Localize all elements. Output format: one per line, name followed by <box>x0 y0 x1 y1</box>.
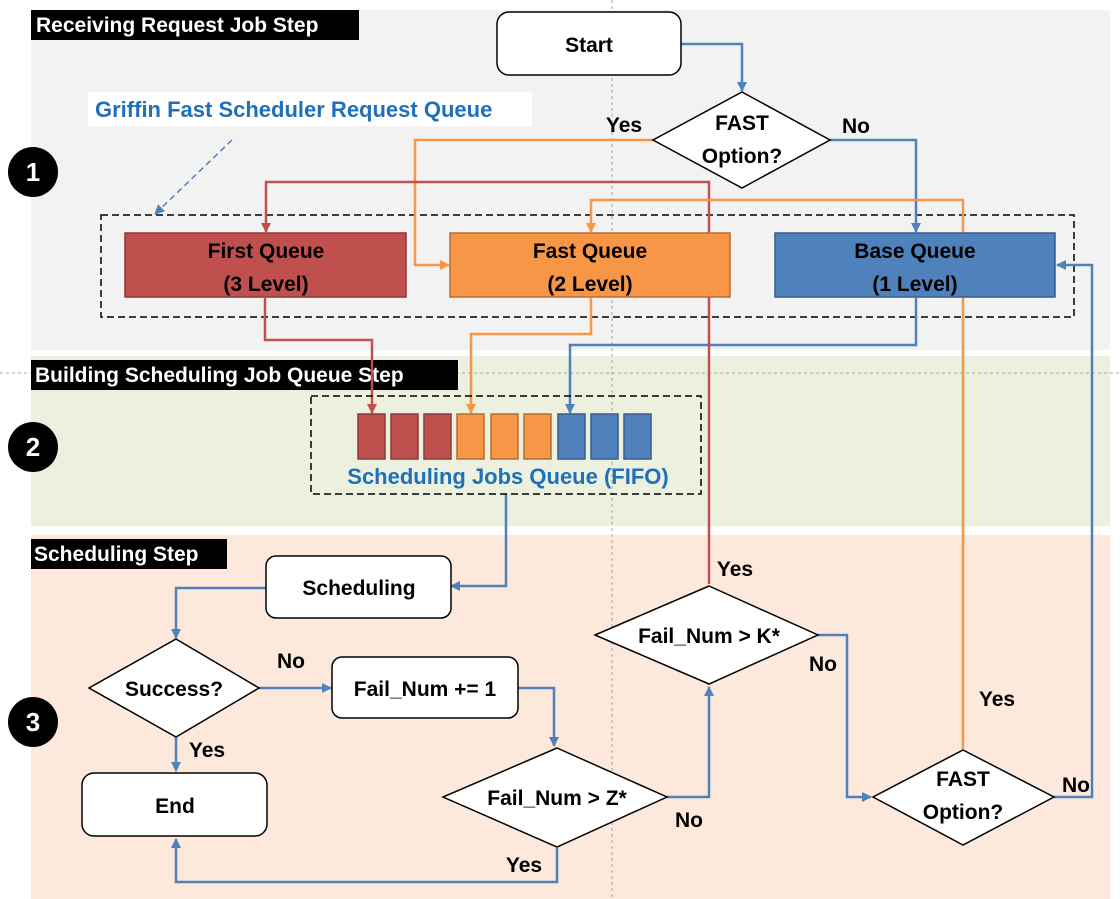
job-slot-first <box>423 413 452 460</box>
job-slot-base <box>557 413 586 460</box>
step2-title-bg <box>31 360 458 390</box>
job-slot-base <box>623 413 652 460</box>
scheduling-label: Scheduling <box>302 577 415 600</box>
edge-start-to-fast <box>681 42 747 92</box>
step3-number-circle <box>8 697 58 747</box>
fail-num-k-diamond <box>593 585 820 685</box>
success-label: Success? <box>125 678 223 701</box>
step3-number: 3 <box>26 707 40 737</box>
fast-option-top-line2: Option? <box>702 145 782 168</box>
fail-num-z-label: Fail_Num > Z* <box>487 787 627 810</box>
scheduling-node <box>265 555 452 619</box>
edge-fast-bottom-yes <box>586 198 965 749</box>
edge-label-top-yes: Yes <box>606 114 642 137</box>
edge-fast-to-jobs <box>466 298 593 414</box>
edge-scheduling-to-success <box>171 586 266 639</box>
end-label: End <box>155 795 195 818</box>
step2-number-circle <box>8 422 58 472</box>
success-diamond <box>87 638 261 738</box>
step2-title: Building Scheduling Job Queue Step <box>35 364 404 387</box>
edge-fast-bottom-no <box>1054 260 1094 799</box>
scheduling-jobs-queue-label: Scheduling Jobs Queue (FIFO) <box>347 464 668 489</box>
fail-num-increment-label: Fail_Num += 1 <box>354 678 497 701</box>
base-queue-node <box>774 232 1056 298</box>
job-slot-fast <box>523 413 552 460</box>
edge-label-success-yes: Yes <box>189 739 225 762</box>
first-queue-line2: (3 Level) <box>223 273 308 296</box>
step1-title-bg <box>31 10 359 40</box>
edge-label-fast-bottom-no: No <box>1062 774 1090 797</box>
scheduling-jobs-container <box>310 395 702 495</box>
fast-queue-line2: (2 Level) <box>547 273 632 296</box>
edge-base-to-jobs <box>565 298 918 414</box>
fast-option-bottom-line1: FAST <box>936 768 990 791</box>
fail-num-z-diamond <box>441 747 669 848</box>
fast-queue-node <box>449 232 731 298</box>
job-slot-first <box>357 413 386 460</box>
step3-title: Scheduling Step <box>34 543 199 566</box>
edge-k-no-to-fast <box>818 633 872 802</box>
base-queue-line2: (1 Level) <box>872 273 957 296</box>
step1-number: 1 <box>26 157 40 187</box>
step3-title-bg <box>31 539 227 569</box>
fast-option-top-diamond <box>651 91 832 189</box>
edge-label-z-no: No <box>675 809 703 832</box>
first-queue-node <box>124 232 407 298</box>
step1-title: Receiving Request Job Step <box>36 14 318 37</box>
start-label: Start <box>565 34 613 57</box>
job-slot-base <box>590 413 619 460</box>
job-slots <box>357 413 652 460</box>
edge-label-k-no: No <box>809 653 837 676</box>
edge-jobs-to-scheduling <box>450 494 508 591</box>
request-queue-label-bg <box>88 92 532 126</box>
edge-z-no-to-k <box>667 686 714 799</box>
edge-first-to-jobs <box>263 298 377 414</box>
edge-label-success-no: No <box>277 650 305 673</box>
step1-number-circle <box>8 147 58 197</box>
edge-label-z-yes: Yes <box>506 854 542 877</box>
job-slot-fast <box>456 413 485 460</box>
edge-z-yes-to-end <box>171 838 559 884</box>
fast-option-bottom-line2: Option? <box>923 801 1003 824</box>
request-queue-label: Griffin Fast Scheduler Request Queue <box>95 97 492 122</box>
request-queue-pointer <box>154 139 233 215</box>
fail-num-increment-node <box>331 656 519 719</box>
fast-queue-line1: Fast Queue <box>533 240 647 263</box>
edge-inc-to-z <box>518 686 559 747</box>
edge-fast-no-to-base <box>830 138 921 233</box>
first-queue-line1: First Queue <box>208 240 325 263</box>
edge-fast-yes-to-fastqueue <box>413 138 653 270</box>
fail-num-k-label: Fail_Num > K* <box>638 625 781 648</box>
base-queue-line1: Base Queue <box>854 240 975 263</box>
edge-label-top-no: No <box>842 115 870 138</box>
job-slot-first <box>390 413 419 460</box>
end-node <box>81 772 268 837</box>
edge-k-yes-to-first <box>261 180 711 584</box>
edge-label-k-yes: Yes <box>717 558 753 581</box>
fast-option-bottom-diamond <box>871 749 1056 846</box>
job-slot-fast <box>490 413 519 460</box>
edge-label-fast-bottom-yes: Yes <box>979 688 1015 711</box>
step2-number: 2 <box>26 432 40 462</box>
start-node <box>496 11 682 76</box>
fast-option-top-line1: FAST <box>715 112 769 135</box>
